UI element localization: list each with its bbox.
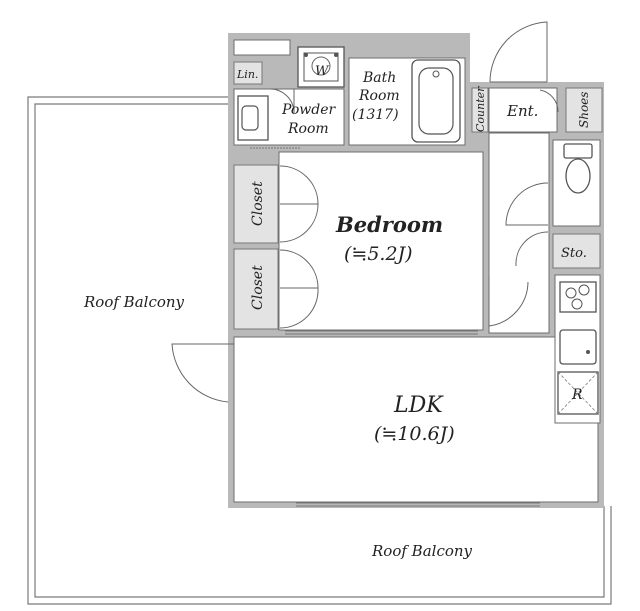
kitchen-sink <box>559 329 597 365</box>
stove <box>559 281 597 313</box>
storage-areas <box>233 61 603 330</box>
ldk-size-label: (≒10.6J) <box>374 423 455 445</box>
shoes-label: Shoes <box>577 92 591 128</box>
storage-label: Sto. <box>561 246 587 261</box>
linen-cabinet <box>233 61 263 85</box>
bedroom-size-label: (≒5.2J) <box>344 243 413 265</box>
counter-label: Counter <box>474 86 487 132</box>
ldk-label: LDK <box>393 393 444 418</box>
doors <box>171 21 559 403</box>
roof-balcony-left-label: Roof Balcony <box>83 293 185 311</box>
refrigerator <box>557 371 599 415</box>
entrance-door-swing <box>489 21 548 83</box>
bathtub <box>411 59 461 143</box>
bath-size-label: (1317) <box>352 107 399 123</box>
bedroom-label: Bedroom <box>335 212 443 237</box>
windows <box>250 147 540 507</box>
bath-label-1: Bath <box>362 70 396 86</box>
refrigerator-label: R <box>571 387 583 403</box>
powder-label-1: Powder <box>281 102 337 118</box>
counter-cabinet <box>471 87 489 133</box>
storage-closet <box>552 233 601 269</box>
roof-balcony-bottom-label: Roof Balcony <box>371 542 473 560</box>
linen-shelf <box>233 39 291 56</box>
closet-lower-label: Closet <box>250 265 266 310</box>
entrance-label: Ent. <box>506 102 538 120</box>
roof-balcony-outline <box>27 96 612 605</box>
bath-label-2: Room <box>358 88 400 104</box>
closet-lower <box>233 248 279 330</box>
closet-upper <box>233 164 279 244</box>
ldk <box>233 336 599 503</box>
toilet-bowl <box>565 158 591 194</box>
bedroom <box>278 151 484 331</box>
toilet-tank <box>563 143 593 159</box>
room-labels: Roof Balcony Roof Balcony Bedroom (≒5.2J… <box>83 64 591 560</box>
closet-upper-label: Closet <box>250 181 266 226</box>
linen-label: Lin. <box>236 68 258 81</box>
fixtures <box>237 46 599 415</box>
powder-label-2: Room <box>287 121 329 137</box>
vanity-sink <box>237 95 269 141</box>
shoes-cabinet <box>565 87 603 133</box>
washer-label: W <box>315 64 330 79</box>
entrance <box>488 87 558 133</box>
